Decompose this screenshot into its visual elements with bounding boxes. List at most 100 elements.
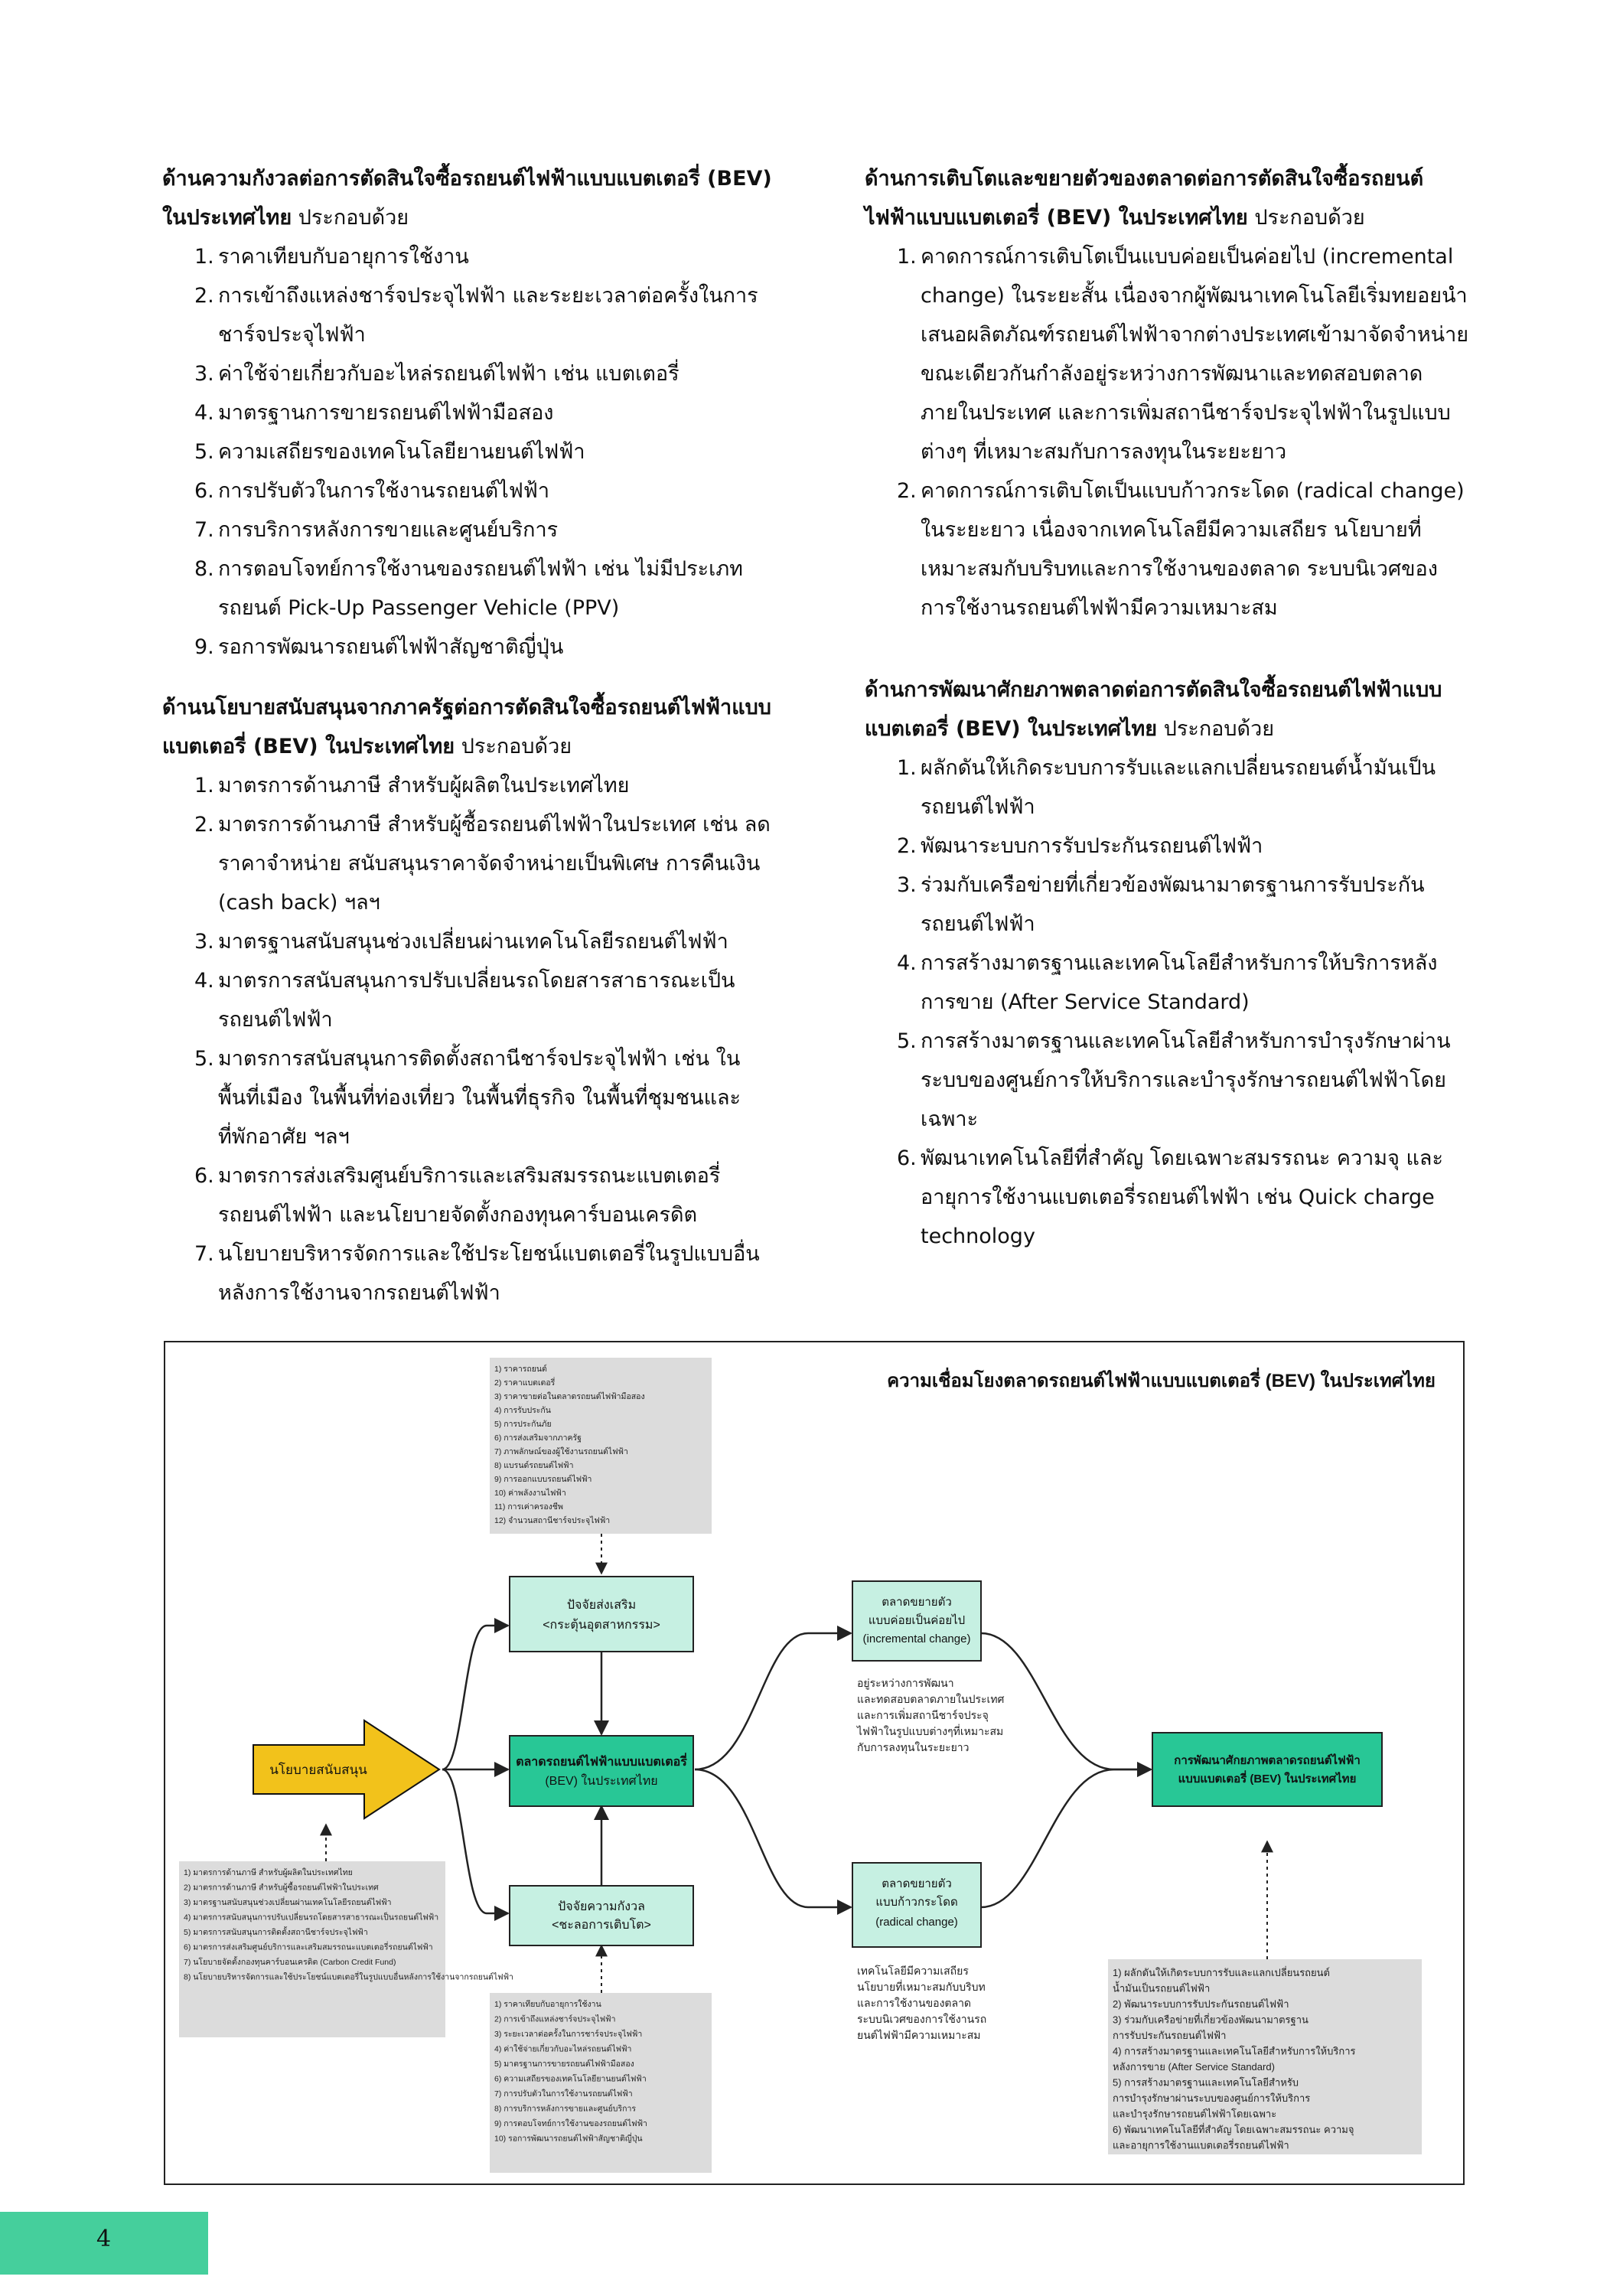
svg-text:แบบค่อยเป็นค่อยไป: แบบค่อยเป็นค่อยไป <box>869 1613 965 1627</box>
note-line: 10) ค่าพลังงานไฟฟ้า <box>494 1488 566 1498</box>
list-item: 2.คาดการณ์การเติบโตเป็นแบบก้าวกระโดด (ra… <box>865 471 1469 628</box>
list-item-text: มาตรฐานสนับสนุนช่วงเปลี่ยนผ่านเทคโนโลยีร… <box>218 930 728 954</box>
promoting-notes-box <box>490 1358 712 1534</box>
list-item-text: มาตรการส่งเสริมศูนย์บริการและเสริมสมรรถน… <box>218 1164 721 1227</box>
page-number-tab: 4 <box>0 2212 208 2275</box>
list-item: 9.รอการพัฒนารถยนต์ไฟฟ้าสัญชาติญี่ปุ่น <box>162 628 774 667</box>
list-item: 6.การปรับตัวในการใช้งานรถยนต์ไฟฟ้า <box>162 471 774 510</box>
list-item: 5.มาตรการสนับสนุนการติดตั้งสถานีชาร์จประ… <box>162 1039 774 1156</box>
note-line: ยนต์ไฟฟ้ามีความเหมาะสม <box>857 2029 981 2041</box>
note-line: 10) รอการพัฒนารถยนต์ไฟฟ้าสัญชาติญี่ปุ่น <box>494 2133 643 2144</box>
svg-text:ตลาดขยายตัว: ตลาดขยายตัว <box>882 1877 952 1890</box>
list-item-text: ร่วมกับเครือข่ายที่เกี่ยวข้องพัฒนามาตรฐา… <box>921 873 1425 936</box>
policy-notes-box <box>179 1861 445 2037</box>
list-item-number: 2. <box>194 284 214 308</box>
list-item-text: ความเสถียรของเทคโนโลยียานยนต์ไฟฟ้า <box>218 440 585 464</box>
note-line: 6) การส่งเสริมจากภาครัฐ <box>494 1433 582 1443</box>
note-line: 6) ความเสถียรของเทคโนโลยียานยนต์ไฟฟ้า <box>494 2074 647 2084</box>
note-line: 8) การบริการหลังการขายและศูนย์บริการ <box>494 2104 636 2114</box>
list-item-number: 7. <box>194 518 214 542</box>
list-item: 4.การสร้างมาตรฐานและเทคโนโลยีสำหรับการให… <box>865 944 1469 1022</box>
list-item-text: การตอบโจทย์การใช้งานของรถยนต์ไฟฟ้า เช่น … <box>218 557 743 620</box>
list-item: 1.ผลักดันให้เกิดระบบการรับและแลกเปลี่ยนร… <box>865 748 1469 827</box>
list-item-text: การสร้างมาตรฐานและเทคโนโลยีสำหรับการให้บ… <box>921 951 1438 1014</box>
list-item-text: ผลักดันให้เกิดระบบการรับและแลกเปลี่ยนรถย… <box>921 756 1436 819</box>
note-line: 2) การเข้าถึงแหล่งชาร์จประจุไฟฟ้า <box>494 2014 616 2024</box>
promoting-notes: 1) ราคารถยนต์2) ราคาแบตเตอรี่3) ราคาขายต… <box>494 1364 645 1525</box>
bev-market-box: ตลาดรถยนต์ไฟฟ้าแบบแบตเตอรี่ (BEV) ในประเ… <box>509 1735 694 1807</box>
note-line: 3) ระยะเวลาต่อครั้งในการชาร์จประจุไฟฟ้า <box>494 2028 642 2039</box>
list-item-number: 1. <box>194 774 214 797</box>
note-line: 5) การสร้างมาตรฐานและเทคโนโลยีสำหรับ <box>1113 2077 1299 2089</box>
note-line: หลังการขาย (After Service Standard) <box>1113 2061 1275 2073</box>
list-item: 5.การสร้างมาตรฐานและเทคโนโลยีสำหรับการบำ… <box>865 1022 1469 1139</box>
market-development-box: การพัฒนาศักยภาพตลาดรถยนต์ไฟฟ้า แบบแบตเตอ… <box>1152 1732 1383 1807</box>
section-growth-list: 1.คาดการณ์การเติบโตเป็นแบบค่อยเป็นค่อยไป… <box>865 237 1469 628</box>
list-item-text: ค่าใช้จ่ายเกี่ยวกับอะไหล่รถยนต์ไฟฟ้า เช่… <box>218 362 680 386</box>
note-line: 1) ราคารถยนต์ <box>494 1364 547 1374</box>
list-item: 4.มาตรฐานการขายรถยนต์ไฟฟ้ามือสอง <box>162 393 774 432</box>
page-number: 4 <box>96 2226 112 2252</box>
note-line: 4) การสร้างมาตรฐานและเทคโนโลยีสำหรับการใ… <box>1113 2046 1356 2058</box>
note-line: 7) นโยบายจัดตั้งกองทุนคาร์บอนเครดิต (Car… <box>184 1956 396 1967</box>
list-item: 5.ความเสถียรของเทคโนโลยียานยนต์ไฟฟ้า <box>162 432 774 471</box>
list-item-number: 8. <box>194 557 214 581</box>
note-line: และการใช้งานของตลาด <box>857 1997 971 2009</box>
list-item-text: การปรับตัวในการใช้งานรถยนต์ไฟฟ้า <box>218 479 550 503</box>
list-item-text: มาตรการสนับสนุนการปรับเปลี่ยนรถโดยสารสาธ… <box>218 969 735 1032</box>
list-item-number: 3. <box>897 873 917 897</box>
list-item: 3.ค่าใช้จ่ายเกี่ยวกับอะไหล่รถยนต์ไฟฟ้า เ… <box>162 354 774 393</box>
list-item-text: การเข้าถึงแหล่งชาร์จประจุไฟฟ้า และระยะเว… <box>218 284 758 347</box>
list-item-text: รอการพัฒนารถยนต์ไฟฟ้าสัญชาติญี่ปุ่น <box>218 635 564 659</box>
section-growth-title: ด้านการเติบโตและขยายตัวของตลาดต่อการตัดส… <box>865 167 1424 230</box>
note-line: 3) มาตรฐานสนับสนุนช่วงเปลี่ยนผ่านเทคโนโล… <box>184 1896 392 1907</box>
list-item-number: 2. <box>897 834 917 858</box>
list-item-text: การบริการหลังการขายและศูนย์บริการ <box>218 518 559 542</box>
incremental-change-box: ตลาดขยายตัว แบบค่อยเป็นค่อยไป (increment… <box>852 1580 982 1662</box>
note-line: ระบบนิเวศของการใช้งานรถ <box>857 2013 986 2025</box>
section-policy-title: ด้านนโยบายสนับสนุนจากภาครัฐต่อการตัดสินใ… <box>162 696 771 758</box>
note-line: 8) แบรนด์รถยนต์ไฟฟ้า <box>494 1460 574 1470</box>
list-item: 1.มาตรการด้านภาษี สำหรับผู้ผลิตในประเทศไ… <box>162 766 774 805</box>
radical-notes: เทคโนโลยีมีความเสถียรนโยบายที่เหมาะสมกับ… <box>857 1965 986 2041</box>
note-line: 7) การปรับตัวในการใช้งานรถยนต์ไฟฟ้า <box>494 2089 633 2099</box>
note-line: 1) ราคาเทียบกับอายุการใช้งาน <box>494 1999 601 2009</box>
radical-change-box: ตลาดขยายตัว แบบก้าวกระโดด (radical chang… <box>852 1862 982 1948</box>
note-line: 5) มาตรฐานการขายรถยนต์ไฟฟ้ามือสอง <box>494 2059 634 2069</box>
list-item-number: 4. <box>194 969 214 993</box>
list-item: 8.การตอบโจทย์การใช้งานของรถยนต์ไฟฟ้า เช่… <box>162 550 774 628</box>
list-item-number: 9. <box>194 635 214 659</box>
svg-text:<ชะลอการเติบโต>: <ชะลอการเติบโต> <box>552 1917 651 1932</box>
list-item-number: 1. <box>897 756 917 780</box>
note-line: 3) ราคาขายต่อในตลาดรถยนต์ไฟฟ้ามือสอง <box>494 1391 645 1401</box>
note-line: 1) มาตรการด้านภาษี สำหรับผู้ผลิตในประเทศ… <box>184 1867 353 1877</box>
concern-notes-box <box>490 1993 712 2173</box>
left-column: ด้านความกังวลต่อการตัดสินใจซื้อรถยนต์ไฟฟ… <box>162 159 774 1334</box>
svg-text:(BEV) ในประเทศไทย: (BEV) ในประเทศไทย <box>545 1773 657 1788</box>
svg-text:แบบก้าวกระโดด: แบบก้าวกระโดด <box>875 1895 957 1909</box>
note-line: 9) การตอบโจทย์การใช้งานของรถยนต์ไฟฟ้า <box>494 2118 647 2128</box>
list-item: 2.มาตรการด้านภาษี สำหรับผู้ซื้อรถยนต์ไฟฟ… <box>162 805 774 922</box>
development-notes: 1) ผลักดันให้เกิดระบบการรับและแลกเปลี่ยน… <box>1113 1966 1356 2152</box>
list-item: 2.พัฒนาระบบการรับประกันรถยนต์ไฟฟ้า <box>865 827 1469 866</box>
concern-notes: 1) ราคาเทียบกับอายุการใช้งาน 2) การเข้าถึ… <box>494 1999 647 2144</box>
list-item-number: 2. <box>897 479 917 503</box>
svg-text:ตลาดขยายตัว: ตลาดขยายตัว <box>882 1596 952 1609</box>
list-item-text: คาดการณ์การเติบโตเป็นแบบก้าวกระโดด (radi… <box>921 479 1465 620</box>
list-item-number: 1. <box>194 245 214 269</box>
note-line: 4) ค่าใช้จ่ายเกี่ยวกับอะไหล่รถยนต์ไฟฟ้า <box>494 2043 631 2054</box>
note-line: 12) จำนวนสถานีชาร์จประจุไฟฟ้า <box>494 1515 610 1525</box>
policy-support-arrow: นโยบายสนับสนุน <box>253 1719 441 1820</box>
policy-to-concern-arrow <box>442 1768 510 1921</box>
list-item-number: 6. <box>194 479 214 503</box>
svg-text:<กระตุ้นอุตสาหกรรม>: <กระตุ้นอุตสาหกรรม> <box>543 1618 660 1632</box>
list-item-number: 2. <box>194 813 214 837</box>
section-development: ด้านการพัฒนาศักยภาพตลาดต่อการตัดสินใจซื้… <box>865 670 1469 1256</box>
policy-to-promoting-arrow <box>442 1618 510 1771</box>
note-line: นโยบายที่เหมาะสมกับบริบท <box>857 1980 986 1993</box>
note-line: การบำรุงรักษาผ่านระบบของศูนย์การให้บริกา… <box>1113 2092 1310 2105</box>
svg-text:นโยบายสนับสนุน: นโยบายสนับสนุน <box>269 1762 367 1778</box>
list-item: 1.คาดการณ์การเติบโตเป็นแบบค่อยเป็นค่อยไป… <box>865 237 1469 471</box>
concern-factor-box: ปัจจัยความกังวล <ชะลอการเติบโต> <box>509 1885 694 1946</box>
